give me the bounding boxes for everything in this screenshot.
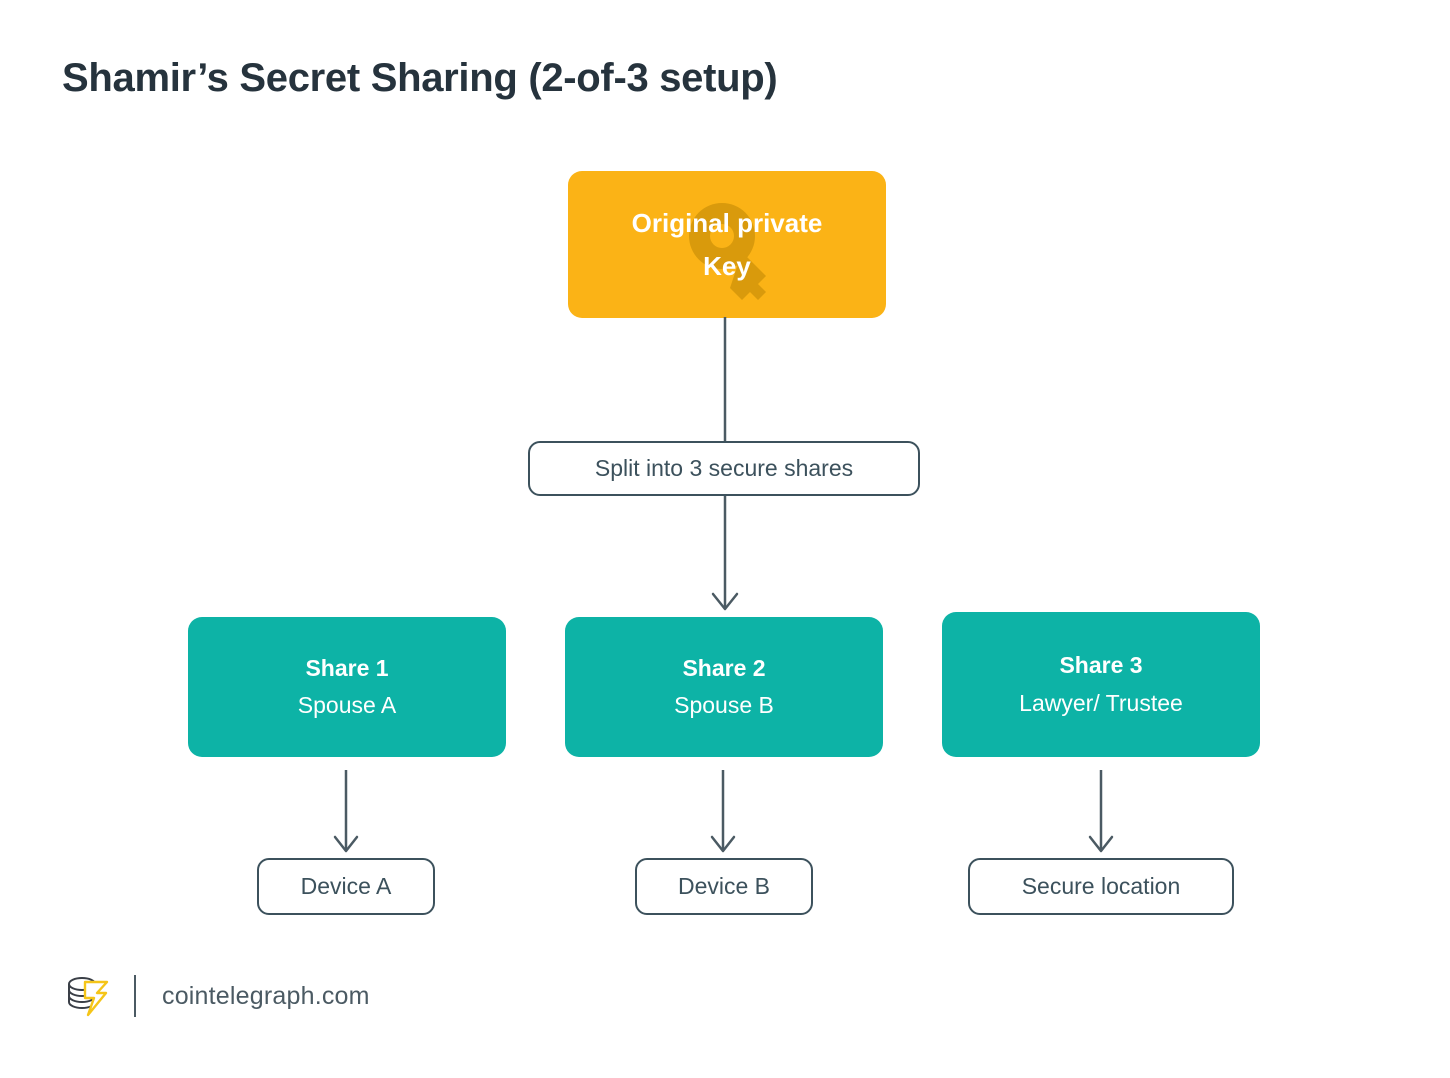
destination-device-a: Device A (257, 858, 435, 915)
page-title: Shamir’s Secret Sharing (2-of-3 setup) (62, 56, 778, 100)
original-private-key-node: Original private Key (568, 171, 886, 318)
cointelegraph-logo-icon (68, 977, 109, 1017)
share-3-title: Share 3 (1059, 652, 1143, 679)
share-3-holder: Lawyer/ Trustee (1019, 689, 1183, 716)
share-card-2: Share 2 Spouse B (565, 617, 883, 757)
share-1-holder: Spouse A (297, 692, 397, 718)
connector-split-to-shares-arrow (711, 496, 739, 611)
share-card-3: Share 3 Lawyer/ Trustee (942, 612, 1260, 757)
share-card-1: Share 1 Spouse A (188, 617, 506, 757)
device-b-label: Device B (677, 873, 771, 899)
footer-divider (134, 975, 136, 1017)
share-2-holder: Spouse B (674, 692, 774, 718)
footer-url: cointelegraph.com (162, 981, 370, 1010)
connector-share3-to-secure-location-arrow (1088, 770, 1114, 853)
root-label-line2: Key (703, 250, 751, 281)
secure-location-label: Secure location (1021, 873, 1181, 899)
original-private-key-label: Original private Key (568, 171, 886, 318)
root-label-line1: Original private (631, 207, 823, 238)
destination-secure-location: Secure location (968, 858, 1234, 915)
destination-device-b: Device B (635, 858, 813, 915)
connector-root-to-split (723, 317, 727, 443)
device-a-label: Device A (300, 873, 392, 899)
connector-share1-to-device-a-arrow (333, 770, 359, 853)
split-label-text: Split into 3 secure shares (594, 455, 854, 481)
connector-share2-to-device-b-arrow (710, 770, 736, 853)
footer: cointelegraph.com (62, 968, 370, 1024)
share-2-title: Share 2 (682, 654, 766, 681)
split-into-shares-label: Split into 3 secure shares (528, 441, 920, 496)
share-1-title: Share 1 (305, 654, 389, 681)
